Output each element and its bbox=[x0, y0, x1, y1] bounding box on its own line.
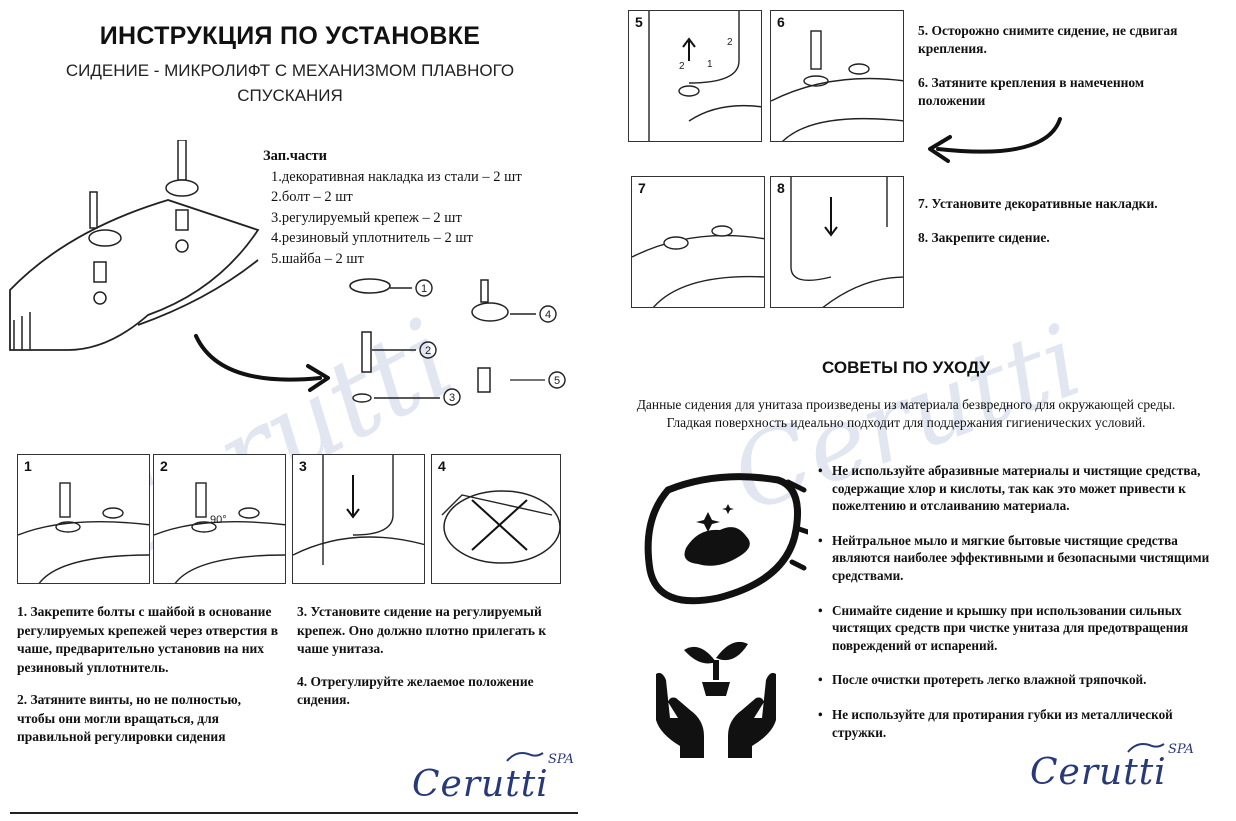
care-tip: Снимайте сидение и крышку при использова… bbox=[818, 602, 1218, 655]
step-1-image: 1 bbox=[17, 454, 150, 584]
bottom-divider bbox=[10, 812, 578, 814]
part-callout: 2 bbox=[425, 345, 431, 357]
steps-column-1: 1. Закрепите болты с шайбой в основание … bbox=[17, 603, 279, 761]
spare-parts-list: Зап.части 1.декоративная накладка из ста… bbox=[263, 146, 522, 269]
care-tip: Не используйте абразивные материалы и чи… bbox=[818, 462, 1218, 515]
step-instruction: 3. Установите сидение на регулируемый кр… bbox=[297, 604, 547, 656]
step-3-image: 3 bbox=[292, 454, 425, 584]
step-number: 8 bbox=[777, 180, 785, 196]
bird-logo-icon bbox=[506, 752, 544, 762]
logo-text: Cerutti bbox=[412, 764, 549, 805]
steps-bottom-text: 7. Установите декоративные накладки. 8. … bbox=[918, 195, 1208, 263]
small-label: 2 bbox=[679, 61, 685, 72]
part-callout: 5 bbox=[554, 375, 560, 387]
care-intro: Данные сидения для унитаза произведены и… bbox=[636, 397, 1176, 430]
step-5-image: 5 2 1 2 bbox=[628, 10, 762, 142]
step-number: 3 bbox=[299, 458, 307, 474]
step-4-image: 4 bbox=[431, 454, 561, 584]
spare-part-item: 5.шайба – 2 шт bbox=[271, 250, 364, 267]
curved-arrow-icon bbox=[194, 334, 330, 392]
small-label: 1 bbox=[707, 59, 713, 70]
logo-spa: SPA bbox=[548, 752, 574, 767]
part-callout: 1 bbox=[421, 283, 427, 295]
spare-part-item: 2.болт – 2 шт bbox=[271, 189, 353, 205]
steps-column-2: 3. Установите сидение на регулируемый кр… bbox=[297, 603, 559, 724]
step-instruction: 7. Установите декоративные накладки. bbox=[918, 196, 1158, 211]
bird-logo-icon bbox=[1127, 743, 1165, 753]
step-number: 7 bbox=[638, 180, 646, 196]
step-7-image: 7 bbox=[631, 176, 765, 308]
care-title: СОВЕТЫ ПО УХОДУ bbox=[822, 358, 990, 377]
page-title: ИНСТРУКЦИЯ ПО УСТАНОВКЕ bbox=[99, 22, 481, 50]
step-6-image: 6 bbox=[770, 10, 904, 142]
care-tips-list: Не используйте абразивные материалы и чи… bbox=[818, 462, 1218, 758]
logo-text: Cerutti bbox=[1030, 752, 1167, 793]
care-tip: Не используйте для протирания губки из м… bbox=[818, 706, 1218, 741]
step-instruction: 5. Осторожно снимите сидение, не сдвигая… bbox=[918, 23, 1178, 56]
curved-arrow-icon bbox=[928, 117, 1062, 163]
spare-part-item: 3.регулируемый крепеж – 2 шт bbox=[271, 209, 462, 226]
step-number: 5 bbox=[635, 14, 643, 30]
page-gutter bbox=[590, 0, 606, 821]
spare-parts-heading: Зап.части bbox=[263, 148, 328, 164]
step-instruction: 2. Затяните винты, но не полностью, чтоб… bbox=[17, 692, 242, 744]
step-number: 2 bbox=[160, 458, 168, 474]
care-tip: После очистки протереть легко влажной тр… bbox=[818, 671, 1218, 689]
care-tip: Нейтральное мыло и мягкие бытовые чистящ… bbox=[818, 532, 1218, 585]
step-number: 4 bbox=[438, 458, 446, 474]
part-callout: 3 bbox=[449, 392, 455, 404]
logo-spa: SPA bbox=[1168, 742, 1194, 757]
step-number: 6 bbox=[777, 14, 785, 30]
step-8-image: 8 bbox=[770, 176, 904, 308]
step-instruction: 1. Закрепите болты с шайбой в основание … bbox=[17, 604, 278, 675]
spare-part-item: 4.резиновый уплотнитель – 2 шт bbox=[271, 230, 473, 246]
step-instruction: 4. Отрегулируйте желаемое положение сиде… bbox=[297, 673, 534, 708]
cleaning-seat-icon bbox=[644, 473, 808, 605]
step-instruction: 8. Закрепите сидение. bbox=[918, 230, 1050, 245]
step-instruction: 6. Затяните крепления в намеченном полож… bbox=[918, 75, 1145, 108]
step-2-image: 2 90° bbox=[153, 454, 286, 584]
exploded-parts-diagram: 1 4 2 3 5 bbox=[349, 278, 566, 406]
small-label: 2 bbox=[727, 37, 733, 48]
step-number: 1 bbox=[24, 458, 32, 474]
toilet-assembly-diagram bbox=[9, 140, 260, 351]
spare-part-item: 1.декоративная накладка из стали – 2 шт bbox=[271, 168, 522, 185]
right-page: Cerutti 5 2 1 2 6 5. Осторожно снимите сид… bbox=[606, 0, 1236, 821]
part-callout: 4 bbox=[545, 309, 551, 321]
angle-label: 90° bbox=[210, 514, 227, 526]
steps-top-text: 5. Осторожно снимите сидение, не сдвигая… bbox=[918, 22, 1188, 126]
page-subtitle: СИДЕНИЕ - МИКРОЛИФТ С МЕХАНИЗМОМ ПЛАВНОГ… bbox=[65, 61, 515, 105]
plant-in-hands-icon bbox=[656, 641, 776, 758]
left-page: Cerutti ИНСТРУКЦИЯ ПО УСТАНОВКЕ СИДЕНИЕ … bbox=[0, 0, 590, 821]
